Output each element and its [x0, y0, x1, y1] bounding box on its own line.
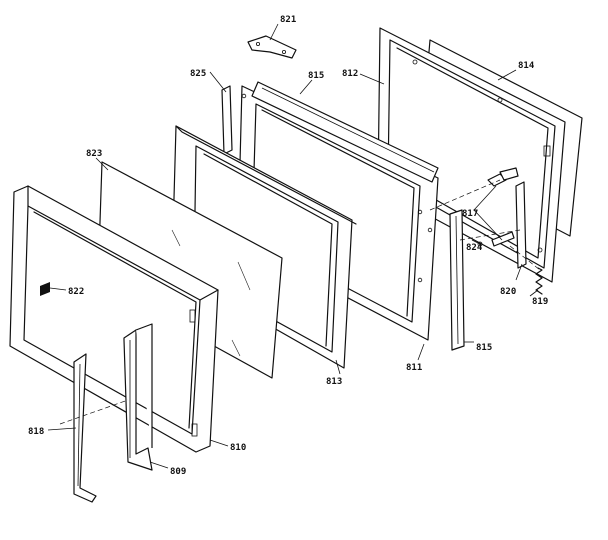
label-817: 817 — [462, 209, 478, 219]
part-821-bracket — [247, 35, 297, 59]
part-820-hinge-arm — [499, 167, 527, 269]
label-813: 813 — [326, 377, 342, 387]
label-812: 812 — [342, 69, 358, 79]
part-818-strip — [73, 353, 97, 503]
label-815-bottom: 815 — [476, 343, 492, 353]
label-810: 810 — [230, 443, 246, 453]
label-825: 825 — [190, 69, 206, 79]
part-809-strip — [123, 323, 153, 471]
label-822: 822 — [68, 287, 84, 297]
label-823: 823 — [86, 149, 102, 159]
label-811: 811 — [406, 363, 422, 373]
label-821: 821 — [280, 15, 296, 25]
part-810-front-frame — [9, 185, 219, 453]
label-815-top: 815 — [308, 71, 324, 81]
label-819: 819 — [532, 297, 548, 307]
label-809: 809 — [170, 467, 186, 477]
label-814: 814 — [518, 61, 535, 71]
label-820: 820 — [500, 287, 516, 297]
leader-lines — [47, 23, 539, 469]
label-824: 824 — [466, 243, 483, 253]
part-825-strip — [221, 85, 233, 155]
part-labels: 821 825 815 812 814 823 822 817 824 820 … — [28, 15, 548, 477]
part-822-clip — [40, 282, 50, 296]
label-818: 818 — [28, 427, 44, 437]
part-815-vertical-bar — [449, 209, 465, 351]
part-819-spring — [535, 267, 543, 295]
alignment-lines — [59, 179, 541, 425]
